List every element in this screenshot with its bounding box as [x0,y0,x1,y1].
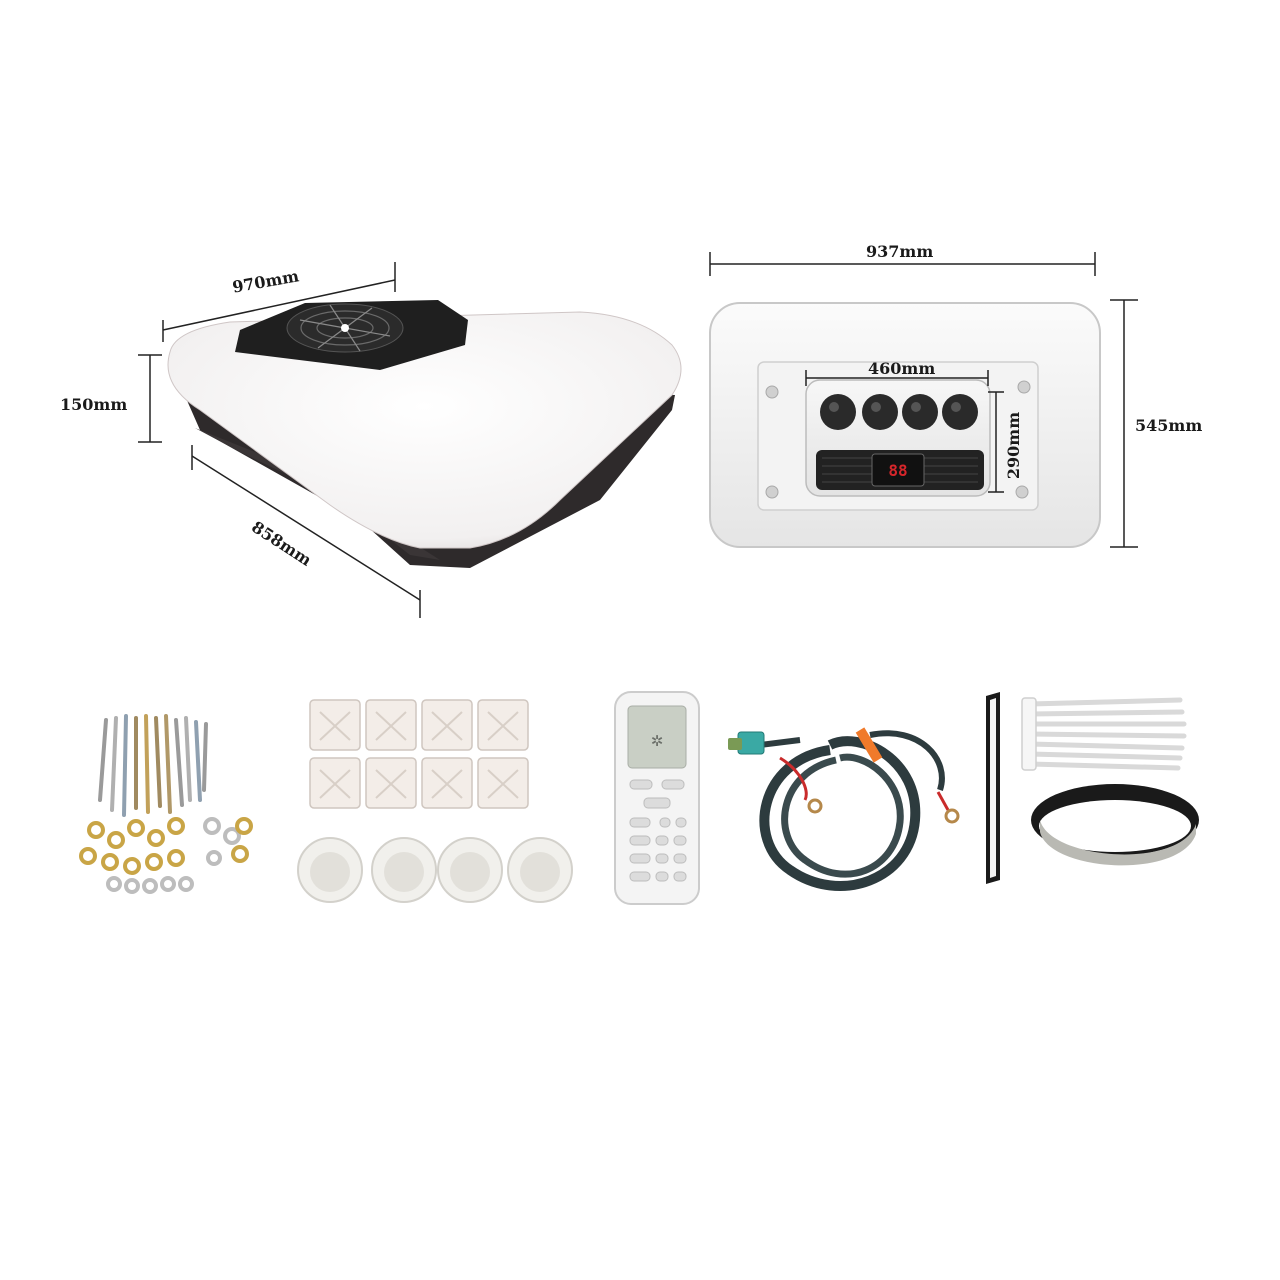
foam-tape-roll [1031,784,1199,866]
mounting-brackets [309,699,529,809]
sealing-strip [986,692,1000,884]
panel-height-label: 290mm [1004,411,1024,480]
display-reading: 88 [888,461,907,480]
depth-dimension-line [191,445,421,618]
height-label: 150mm [60,395,128,414]
wiring-harness [728,727,960,891]
height-dimension-line [138,354,162,443]
panel-width-label: 460mm [868,359,936,378]
cable-ties [1021,697,1187,771]
outer-height-dimension-line [1110,299,1138,548]
air-vent-knobs [820,394,978,430]
rooftop-unit [138,262,682,618]
remote-screen-glyph: ✲ [651,727,663,751]
outer-width-label: 937mm [866,242,934,261]
width-dimension-line [162,262,396,342]
fan-icon [286,303,404,353]
remote-control: ✲ [614,691,700,905]
outer-width-dimension-line [709,252,1096,276]
drain-caps [297,837,573,903]
panel-height-dimension-line [988,391,1004,493]
outer-height-label: 545mm [1135,416,1203,435]
panel-width-dimension-line [805,370,989,386]
indoor-panel-unit: 88 [709,252,1138,548]
temperature-display [871,453,925,487]
bolts-and-washers [79,714,253,894]
